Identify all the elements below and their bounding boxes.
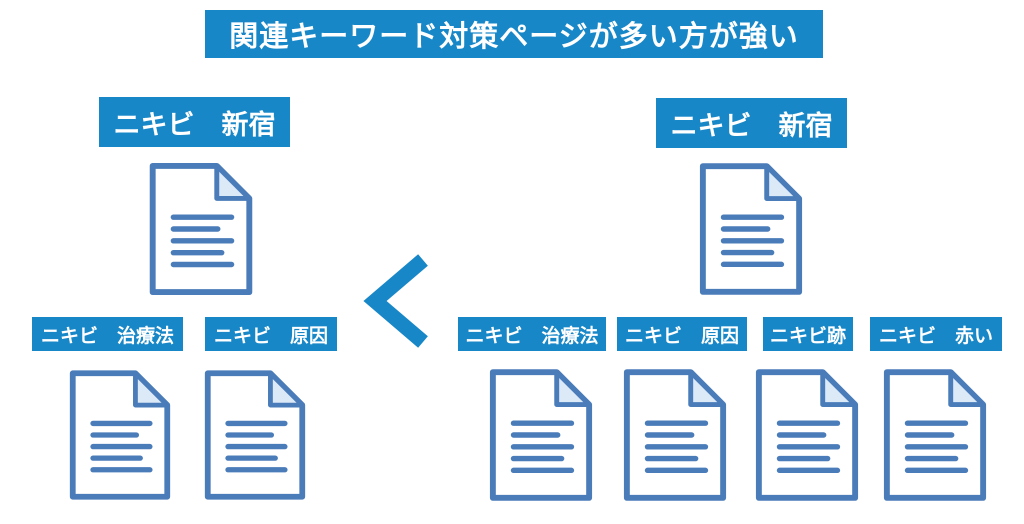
right-sub-keyword-label: ニキビ 赤い — [870, 317, 1002, 351]
left-sub-keyword-label: ニキビ 原因 — [205, 317, 337, 351]
document-icon — [486, 365, 596, 505]
left-sub-keyword-label: ニキビ 治療法 — [32, 317, 183, 351]
document-icon — [880, 365, 990, 505]
less-than-chevron-icon — [363, 254, 431, 348]
document-icon — [696, 159, 806, 299]
right-main-keyword-label: ニキビ 新宿 — [656, 98, 847, 148]
document-icon — [66, 364, 174, 506]
right-sub-keyword-label: ニキビ 治療法 — [458, 317, 606, 351]
title-banner: 関連キーワード対策ページが多い方が強い — [205, 10, 823, 58]
document-icon — [201, 364, 309, 506]
document-icon — [620, 365, 730, 505]
right-sub-keyword-label: ニキビ跡 — [763, 317, 853, 351]
document-icon — [752, 365, 862, 505]
document-icon — [145, 159, 257, 299]
left-main-keyword-label: ニキビ 新宿 — [99, 97, 290, 147]
right-sub-keyword-label: ニキビ 原因 — [617, 317, 747, 351]
